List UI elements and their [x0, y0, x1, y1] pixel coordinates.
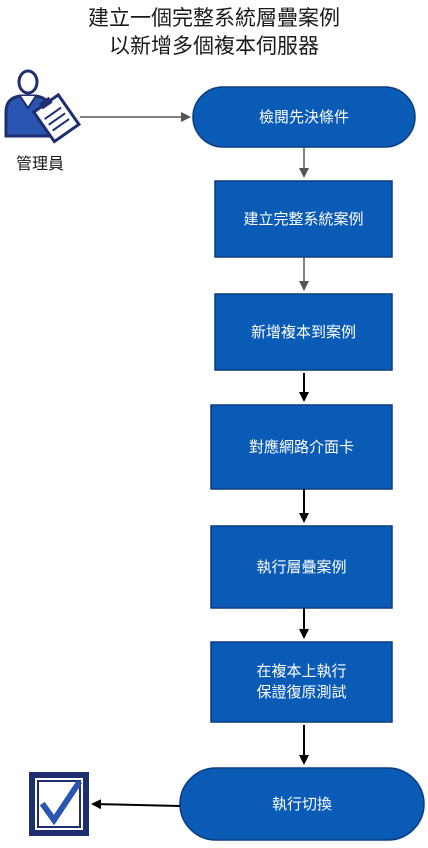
node-map-network-adapters[interactable]	[210, 404, 393, 490]
node-label-perform-switchover: 執行切換	[271, 794, 332, 813]
node-label-add-replica-to-scenario: 新增複本到案例	[250, 322, 356, 341]
node-run-cascade-scenario[interactable]	[210, 525, 393, 609]
diagram-title-line-2: 以新增多個複本伺服器	[109, 34, 319, 58]
node-add-replica-to-scenario[interactable]	[214, 293, 393, 371]
node-label-map-network-adapters: 對應網路介面卡	[248, 437, 354, 456]
node-label-create-full-system-scenario: 建立完整系統案例	[243, 209, 364, 228]
node-label-run-assured-recovery-test: 在複本上執行 保證復原測試	[256, 662, 347, 701]
node-run-assured-recovery-test[interactable]	[210, 641, 393, 723]
checkbox-checked-icon	[29, 772, 89, 836]
node-create-full-system-scenario[interactable]	[214, 180, 393, 258]
diagram-title: 建立一個完整系統層疊案例 以新增多個複本伺服器	[0, 4, 428, 60]
node-label-run-cascade-scenario: 執行層疊案例	[256, 557, 347, 576]
diagram-title-line-1: 建立一個完整系統層疊案例	[88, 6, 340, 30]
node-perform-switchover[interactable]	[179, 767, 425, 841]
node-label-review-prerequisites: 檢閱先決條件	[258, 107, 349, 126]
connector-switchover-to-done	[91, 799, 181, 810]
administrator-clipboard-icon	[4, 69, 82, 144]
actor-label-administrator: 管理員	[15, 154, 64, 173]
